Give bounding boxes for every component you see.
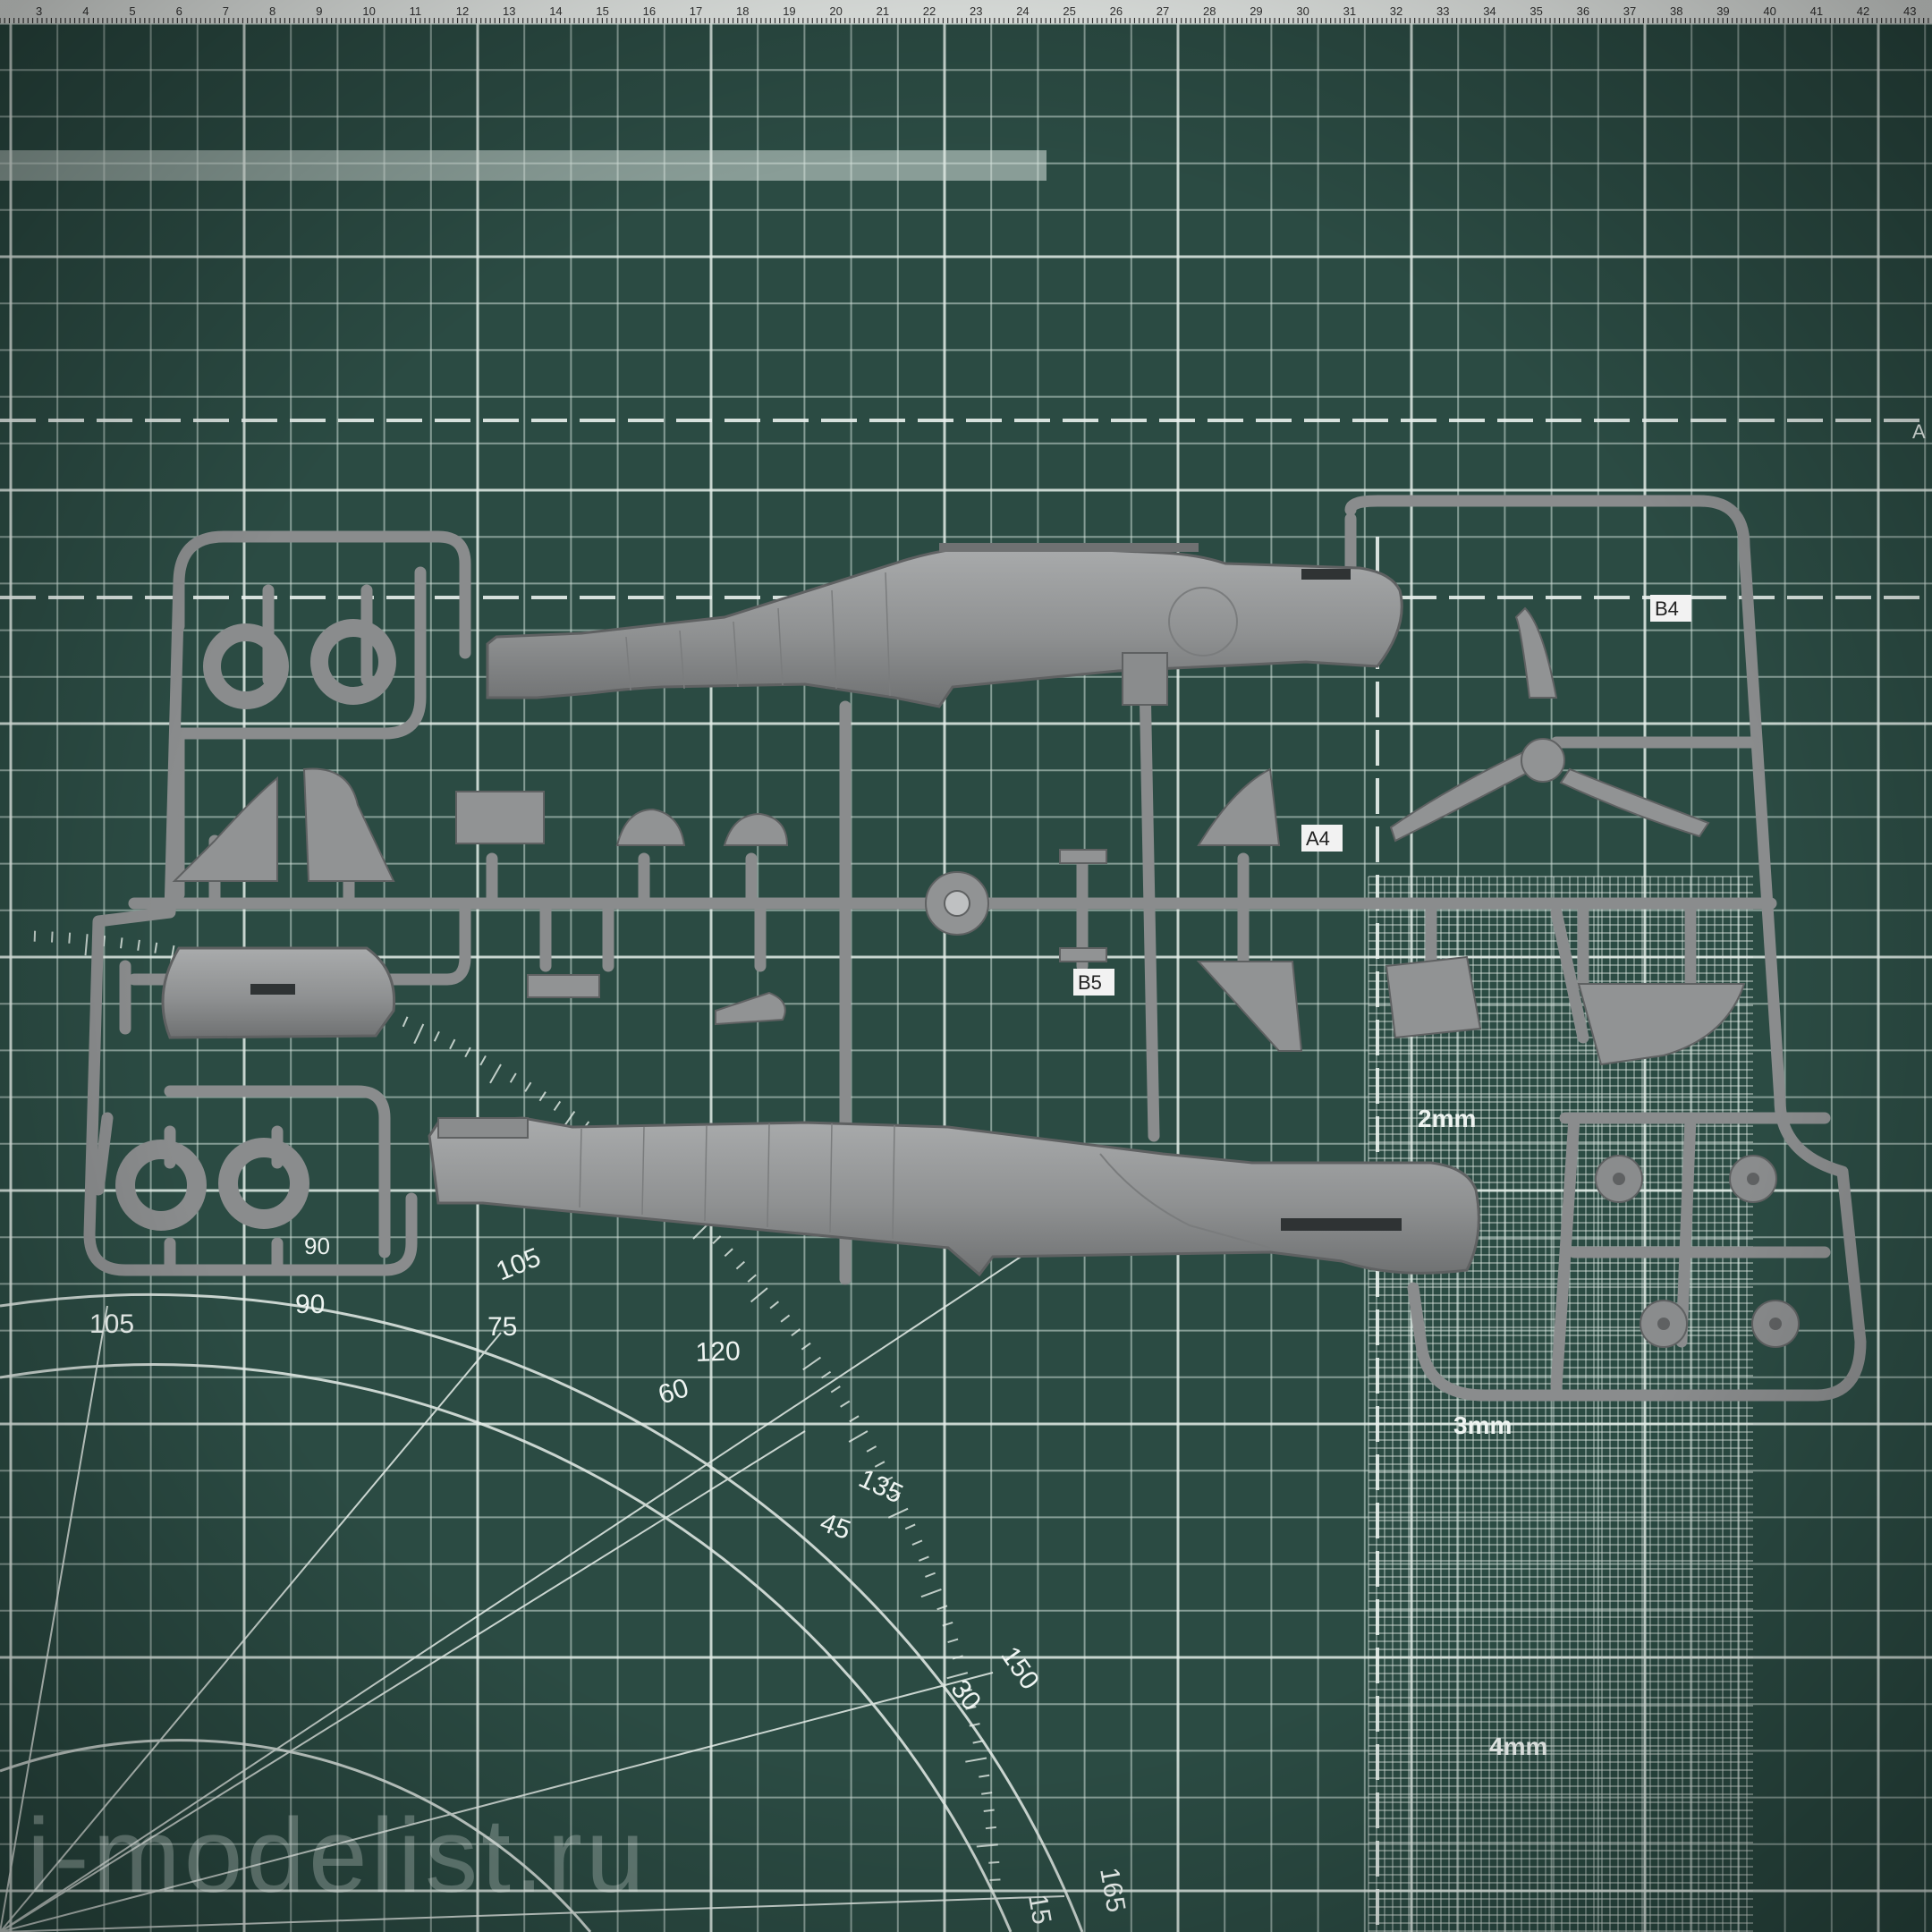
watermark-text: i-modelist.ru (27, 1797, 648, 1915)
